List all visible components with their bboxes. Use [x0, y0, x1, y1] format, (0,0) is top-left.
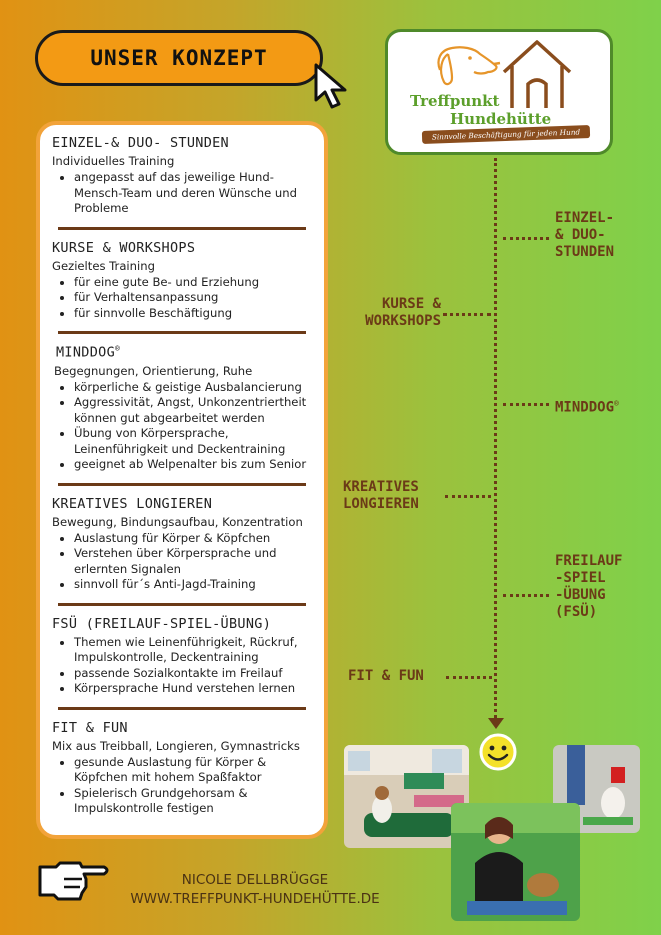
- photo-trainer-dog: [451, 803, 580, 921]
- section-fsu: FSÜ (FREILAUF-SPIEL-ÜBUNG) Themen wie Le…: [52, 616, 314, 697]
- timeline-label-fitfun: FIT & FUN: [348, 668, 424, 684]
- list-item: Auslastung für Körper & Köpfchen: [74, 531, 314, 547]
- smiley-icon: [479, 733, 517, 771]
- footer-website[interactable]: WWW.TREFFPUNKT-HUNDEHÜTTE.DE: [130, 891, 380, 907]
- section-einzel-duo: EINZEL-& DUO- STUNDEN Individuelles Trai…: [52, 135, 314, 217]
- list-item: Aggressivität, Angst, Unkonzentriertheit…: [74, 395, 314, 426]
- list-item: für Verhaltensanpassung: [74, 290, 314, 306]
- section-heading: EINZEL-& DUO- STUNDEN: [52, 135, 229, 151]
- section-heading: MINDDOG®: [56, 344, 121, 361]
- section-subtitle: Mix aus Treibball, Longieren, Gymnastric…: [52, 738, 300, 753]
- page-title: UNSER KONZEPT: [35, 30, 323, 86]
- footer: NICOLE DELLBRÜGGE WWW.TREFFPUNKT-HUNDEHÜ…: [95, 871, 415, 909]
- section-kreatives-longieren: KREATIVES LONGIEREN Bewegung, Bindungsau…: [52, 496, 314, 593]
- section-fit-fun: FIT & FUN Mix aus Treibball, Longieren, …: [52, 720, 314, 817]
- list-item: geeignet ab Welpenalter bis zum Senior: [74, 457, 314, 473]
- timeline-connector: [503, 237, 549, 240]
- timeline-label-minddog: MINDDOG®: [555, 399, 619, 416]
- timeline-label-kurse: KURSE &WORKSHOPS: [365, 296, 441, 329]
- footer-name: NICOLE DELLBRÜGGE: [181, 872, 329, 888]
- list-item: für eine gute Be- und Erziehung: [74, 275, 314, 291]
- concept-card: EINZEL-& DUO- STUNDEN Individuelles Trai…: [36, 121, 328, 839]
- timeline-arrow-icon: [488, 718, 504, 729]
- timeline-connector: [446, 676, 492, 679]
- section-subtitle: Bewegung, Bindungsaufbau, Konzentration: [52, 514, 303, 529]
- timeline-label-freilauf: FREILAUF-SPIEL-ÜBUNG(FSÜ): [555, 553, 623, 620]
- timeline-connector: [503, 403, 549, 406]
- logo-title-line1: Treffpunkt: [410, 92, 500, 110]
- list-item: gesunde Auslastung für Körper & Köpfchen…: [74, 755, 314, 786]
- section-subtitle: Gezieltes Training: [52, 258, 155, 273]
- list-item: passende Sozialkontakte im Freilauf: [74, 666, 314, 682]
- section-subtitle: Individuelles Training: [52, 154, 175, 168]
- section-subtitle: Begegnungen, Orientierung, Ruhe: [54, 363, 253, 378]
- list-item: für sinnvolle Beschäftigung: [74, 306, 314, 322]
- list-item: körperliche & geistige Ausbalancierung: [74, 380, 314, 396]
- section-heading: FIT & FUN: [52, 719, 128, 736]
- divider: [58, 706, 306, 710]
- list-item: Körpersprache Hund verstehen lernen: [74, 681, 314, 697]
- list-item: Themen wie Leinenführigkeit, Rückruf, Im…: [74, 635, 314, 666]
- cursor-arrow-icon: [314, 63, 347, 109]
- divider: [58, 331, 306, 334]
- timeline-line: [494, 158, 497, 718]
- house-icon: [502, 40, 572, 108]
- divider: [58, 482, 306, 486]
- logo-title-line2: Hundehütte: [450, 110, 552, 128]
- divider: [58, 226, 306, 230]
- list-item: angepasst auf das jeweilige Hund-Mensch-…: [74, 170, 314, 217]
- list-item: Verstehen über Körpersprache und erlernt…: [74, 546, 314, 577]
- section-heading: FSÜ (FREILAUF-SPIEL-ÜBUNG): [52, 615, 272, 632]
- timeline-label-einzel: EINZEL-& DUO-STUNDEN: [555, 210, 615, 260]
- logo-tagline: Sinnvolle Beschäftigung für jeden Hund: [421, 125, 591, 144]
- section-heading: KREATIVES LONGIEREN: [52, 495, 213, 512]
- section-kurse-workshops: KURSE & WORKSHOPS Gezieltes Training für…: [52, 240, 314, 322]
- registered-mark: ®: [115, 344, 121, 353]
- dog-head-icon: [437, 46, 501, 86]
- timeline-connector: [445, 495, 491, 498]
- section-minddog: MINDDOG® Begegnungen, Orientierung, Ruhe…: [52, 344, 314, 473]
- section-heading: KURSE & WORKSHOPS: [52, 239, 196, 256]
- photo-outdoor-dog: [553, 745, 640, 833]
- pointing-hand-icon: [38, 861, 109, 901]
- logo: Treffpunkt Hundehütte Sinnvolle Beschäft…: [385, 29, 613, 155]
- timeline-connector: [503, 594, 549, 597]
- divider: [58, 602, 306, 606]
- list-item: Spielerisch Grundgehorsam & Impulskontro…: [74, 786, 314, 817]
- photo-indoor-dog: [344, 745, 469, 848]
- timeline-connector: [443, 313, 491, 316]
- list-item: sinnvoll für´s Anti-Jagd-Training: [74, 577, 314, 593]
- list-item: Übung von Körpersprache, Leinenführigkei…: [74, 426, 314, 457]
